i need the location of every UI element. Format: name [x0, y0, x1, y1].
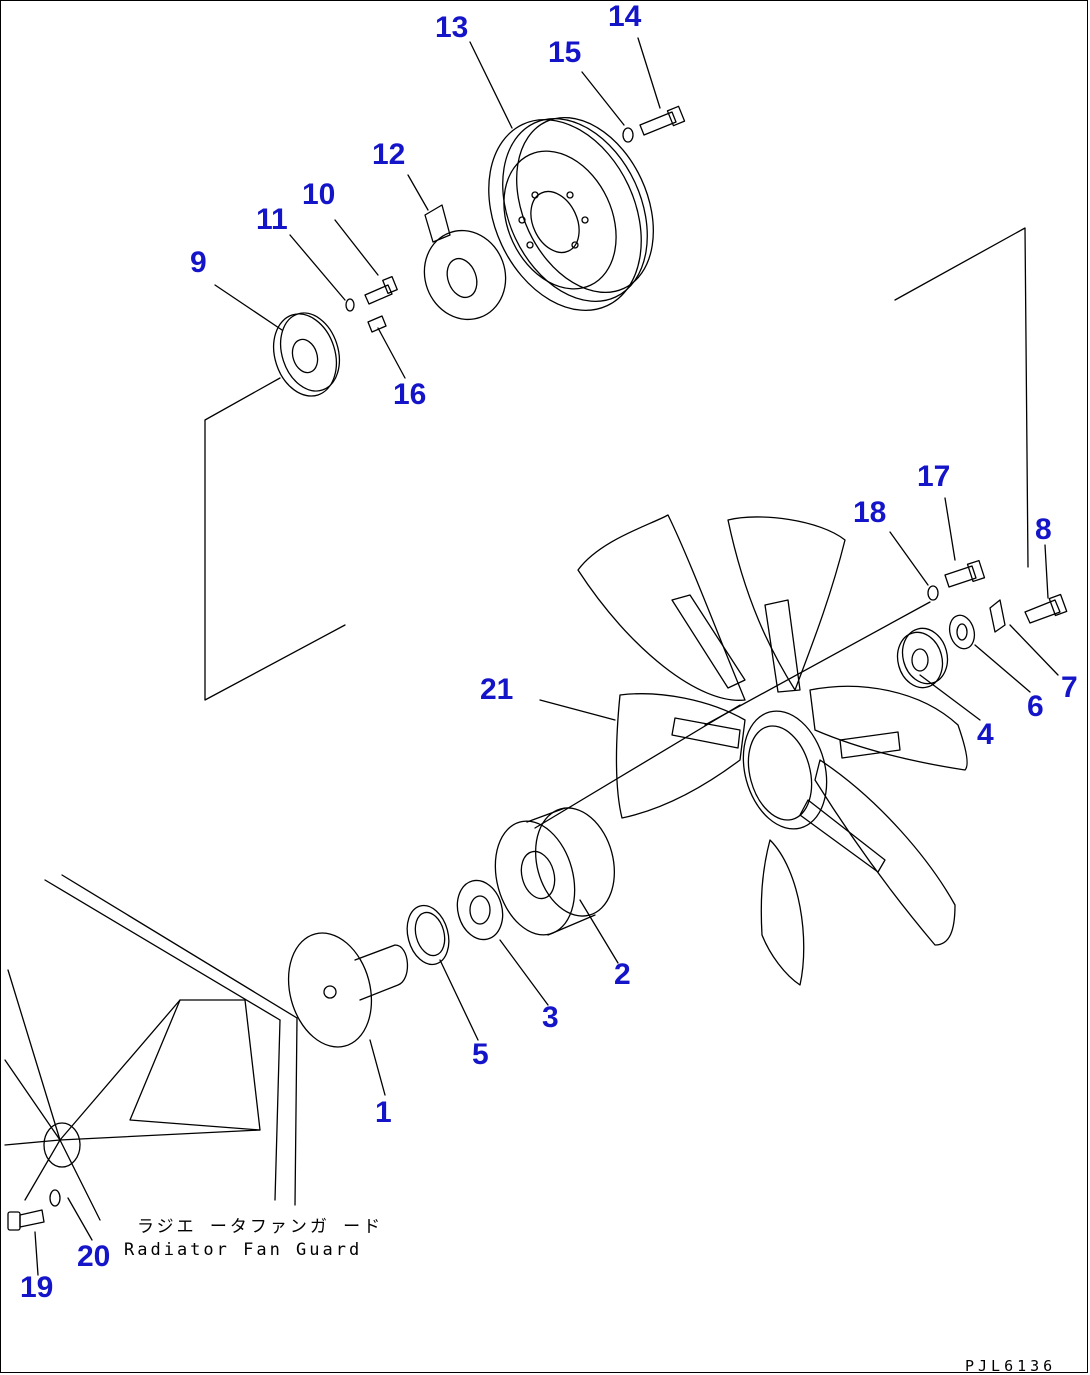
reference-lines — [204, 227, 1029, 829]
radiator-guard-label-en: Radiator Fan Guard — [124, 1240, 363, 1260]
plate-7 — [989, 599, 1006, 633]
callout-3: 3 — [542, 1001, 559, 1034]
callout-21: 21 — [480, 673, 514, 706]
pulley — [488, 116, 654, 311]
bolt-10 — [364, 275, 398, 305]
callout-6: 6 — [1027, 690, 1044, 723]
leader-lines — [34, 37, 1059, 1276]
callout-13: 13 — [435, 11, 469, 44]
drawing-code: PJL6136 — [965, 1357, 1057, 1375]
hub-2 — [494, 807, 616, 936]
callout-16: 16 — [393, 378, 427, 411]
callout-7: 7 — [1061, 671, 1078, 704]
callout-19: 19 — [20, 1271, 54, 1304]
callout-9: 9 — [190, 246, 207, 279]
callout-12: 12 — [372, 138, 406, 171]
washer-18 — [927, 585, 939, 601]
bolt-17 — [944, 559, 986, 588]
callout-20: 20 — [77, 1240, 111, 1273]
radiator-guard-label-jp: ラジエ ータファンガ ード — [137, 1217, 384, 1237]
spacer-12 — [423, 204, 507, 321]
bolt-19 — [7, 1209, 45, 1231]
callout-17: 17 — [917, 460, 951, 493]
washer-15 — [622, 127, 634, 143]
seal-5 — [406, 904, 450, 966]
callout-4: 4 — [977, 718, 994, 751]
callout-8: 8 — [1035, 513, 1052, 546]
callout-15: 15 — [548, 36, 582, 69]
washer-11 — [345, 298, 355, 312]
callout-10: 10 — [302, 178, 336, 211]
stud-16 — [367, 315, 387, 333]
flange-9 — [273, 312, 341, 397]
callout-11: 11 — [256, 203, 288, 236]
shaft-1 — [287, 932, 409, 1048]
radiator-fan-guard — [4, 874, 298, 1221]
callout-5: 5 — [472, 1038, 489, 1071]
callout-14: 14 — [608, 0, 642, 33]
bearing-3 — [456, 879, 504, 941]
spacer-4 — [896, 627, 949, 689]
callout-18: 18 — [853, 496, 887, 529]
washer-6 — [948, 614, 976, 650]
fan-21 — [577, 514, 968, 986]
bolt-14 — [639, 105, 686, 136]
callout-1: 1 — [375, 1096, 392, 1129]
bolt-8 — [1024, 593, 1068, 624]
callout-2: 2 — [614, 958, 631, 991]
washer-20 — [49, 1189, 61, 1207]
